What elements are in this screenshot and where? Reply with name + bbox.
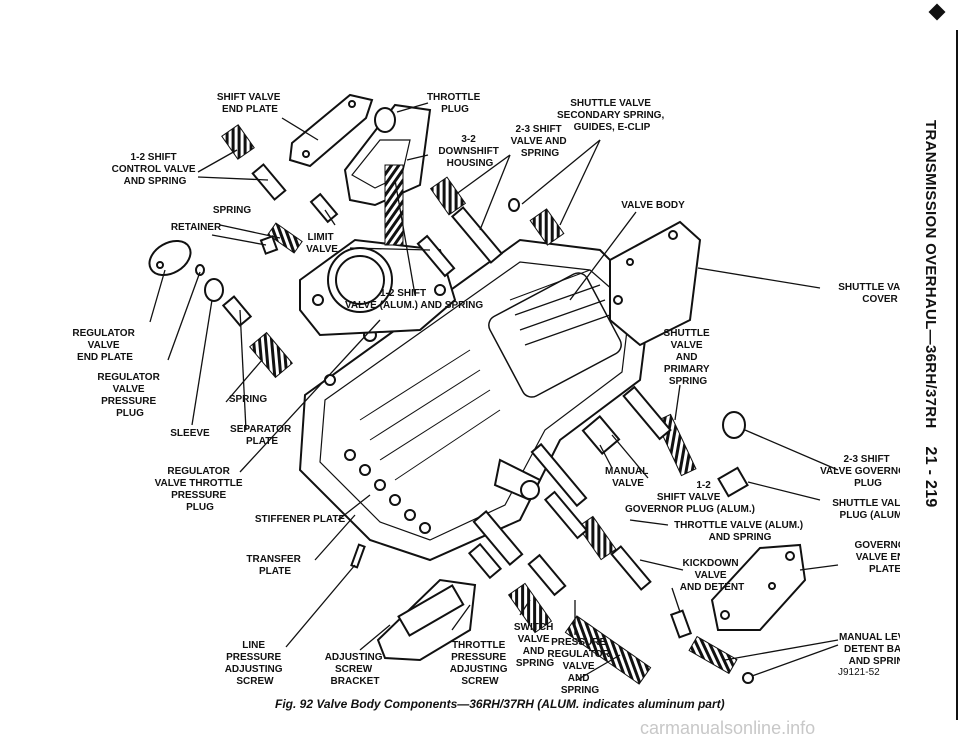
governor-valve-end-plate-shape <box>710 543 807 631</box>
label-one-two-governor-plug: 1-2 SHIFT VALVE GOVERNOR PLUG (ALUM.) <box>625 480 755 515</box>
sidebar: TRANSMISSION OVERHAUL—36RH/37RH 21 - 219 <box>905 60 955 710</box>
label-regulator-valve-throttle-pressure-plug: REGULATOR VALVE THROTTLE PRESSURE PLUG <box>155 466 246 513</box>
valve-body-exploded-diagram: SHIFT VALVE END PLATE THROTTLE PLUG SHUT… <box>72 92 900 696</box>
label-shuttle-valve-plug-alum: SHUTTLE VALVE PLUG (ALUM.) <box>832 498 900 521</box>
label-throttle-valve-alum: THROTTLE VALVE (ALUM.) AND SPRING <box>674 520 806 543</box>
label-sleeve: SLEEVE <box>170 428 210 439</box>
figure-caption: Fig. 92 Valve Body Components—36RH/37RH … <box>275 697 725 711</box>
label-adjusting-screw-bracket: ADJUSTING SCREW BRACKET <box>325 652 386 687</box>
label-regulator-valve-pressure-plug: REGULATOR VALVE PRESSURE PLUG <box>97 372 162 419</box>
page-number: 21 - 219 <box>922 446 939 508</box>
label-kickdown-valve: KICKDOWN VALVE AND DETENT <box>680 558 744 593</box>
label-manual-lever-detent: MANUAL LEVER DETENT BALL AND SPRING <box>839 632 900 667</box>
label-governor-valve-end-plate: GOVERNOR VALVE END PLATE <box>854 540 900 575</box>
label-spring-mid: SPRING <box>229 394 268 405</box>
label-regulator-valve-end-plate: REGULATOR VALVE END PLATE <box>72 328 137 363</box>
figure-id: J9121-52 <box>838 667 880 678</box>
label-stiffener-plate: STIFFENER PLATE <box>255 514 346 525</box>
label-spring-top: SPRING <box>213 205 252 216</box>
label-shuttle-valve-primary-spring: SHUTTLE VALVE AND PRIMARY SPRING <box>664 328 713 387</box>
label-line-pressure-adjusting-screw: LINE PRESSURE ADJUSTING SCREW <box>225 640 286 687</box>
sidebar-header: TRANSMISSION OVERHAUL—36RH/37RH 21 - 219 <box>921 120 939 508</box>
shift-valve-end-plate-shape <box>288 93 374 168</box>
label-two-three-governor-plug: 2-3 SHIFT VALVE GOVERNOR PLUG <box>820 454 900 489</box>
adjusting-screw-bracket-shape <box>376 578 477 662</box>
label-pressure-regulator-valve: PRESSURE REGULATOR VALVE AND SPRING <box>547 637 612 696</box>
label-separator-plate: SEPARATOR PLATE <box>230 424 294 447</box>
label-three-two-downshift-housing: 3-2 DOWNSHIFT HOUSING <box>438 134 501 169</box>
label-throttle-plug: THROTTLE PLUG <box>427 92 483 115</box>
diamond-marker-icon <box>928 3 946 21</box>
label-one-two-shift-control-valve: 1-2 SHIFT CONTROL VALVE AND SPRING <box>112 152 199 187</box>
label-valve-body: VALVE BODY <box>621 200 685 211</box>
label-one-two-shift-valve-alum: 1-2 SHIFT VALVE (ALUM.) AND SPRING <box>345 288 483 311</box>
label-two-three-shift-valve: 2-3 SHIFT VALVE AND SPRING <box>511 124 570 159</box>
label-manual-valve: MANUAL VALVE <box>605 466 651 489</box>
plugs <box>195 107 754 684</box>
page-edge-rule <box>956 30 958 720</box>
label-switch-valve-spring: SWITCH VALVE AND SPRING <box>514 622 556 669</box>
label-shuttle-valve-cover: SHUTTLE VALVE COVER <box>838 282 900 305</box>
valve-body-casting <box>298 238 652 562</box>
section-title: TRANSMISSION OVERHAUL—36RH/37RH <box>922 120 939 429</box>
watermark: carmanualsonline.info <box>640 718 816 738</box>
label-limit-valve: LIMIT VALVE <box>306 232 338 255</box>
shuttle-valve-cover-shape <box>609 220 702 347</box>
callout-labels: SHIFT VALVE END PLATE THROTTLE PLUG SHUT… <box>72 92 900 696</box>
label-throttle-pressure-adjusting-screw: THROTTLE PRESSURE ADJUSTING SCREW <box>450 640 511 687</box>
label-transfer-plate: TRANSFER PLATE <box>246 554 303 577</box>
label-shuttle-valve-secondary-spring: SHUTTLE VALVE SECONDARY SPRING, GUIDES, … <box>557 98 667 133</box>
leader-lines <box>149 102 839 681</box>
label-shift-valve-end-plate: SHIFT VALVE END PLATE <box>217 92 283 115</box>
regulator-end-plate-shape <box>148 239 192 277</box>
label-retainer: RETAINER <box>171 222 222 233</box>
spool-valves <box>221 163 693 639</box>
